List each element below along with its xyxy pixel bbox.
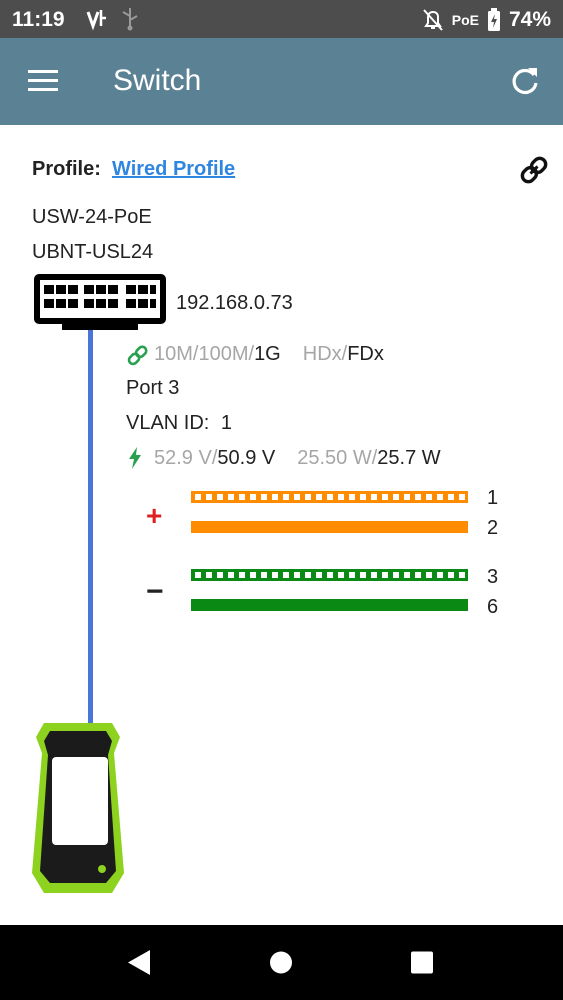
power-measured: 25.7 W [377,446,441,469]
speed-options: 10M/100M/ [154,343,255,365]
pin-label-2: 2 [487,517,499,539]
pin-label-6: 6 [487,596,499,618]
vlan-row: VLAN ID: 1 [126,412,232,435]
navigation-bar [0,925,563,1000]
battery-charging-icon [487,8,500,31]
notifications-off-icon [422,9,443,31]
negative-sign: − [146,575,164,608]
usb-share-icon [122,8,138,31]
vlan-value: 1 [220,412,233,434]
voltage-measured: 50.9 V [217,446,276,469]
hamburger-menu-icon[interactable] [28,68,60,94]
vpn-key-icon [86,10,106,31]
link-icon[interactable] [518,154,550,186]
link-status-icon [127,344,148,365]
speed-active: 1G [254,343,281,365]
poe-row: 52.9 V/ 50.9 V 25.50 W/ 25.7 W [126,446,441,470]
refresh-icon[interactable] [509,65,541,97]
profile-label: Profile: [32,158,101,180]
device-name: UBNT-USL24 [32,241,154,263]
lightning-icon [129,447,141,469]
wire-pin-1 [191,491,468,503]
profile-link[interactable]: Wired Profile [112,158,236,180]
battery-percent: 74% [508,8,551,31]
home-icon[interactable] [251,925,311,1000]
wire-pin-6 [191,599,468,611]
tester-device-icon [32,723,124,893]
status-time: 11:19 [12,8,65,31]
voltage-nominal: 52.9 V/ [154,446,218,469]
switch-icon [34,274,166,330]
device-ip: 192.168.0.73 [176,292,293,314]
back-icon[interactable] [110,925,170,1000]
cable-line [88,330,93,725]
link-speed-row: 10M/100M/ 1G HDx/ FDx [126,343,384,366]
positive-sign: + [146,500,163,531]
pin-label-3: 3 [487,566,499,588]
poe-indicator: PoE [451,12,479,28]
status-bar: 11:19 PoE 74% [0,0,563,38]
wire-pin-2 [191,521,468,533]
app-bar: Switch [0,38,563,125]
vlan-label: VLAN ID: [126,412,210,434]
duplex-options: HDx/ [302,343,348,365]
wire-pin-3 [191,569,468,581]
power-nominal: 25.50 W/ [297,446,378,469]
device-model: USW-24-PoE [32,206,152,228]
pin-label-1: 1 [487,487,499,509]
port-label: Port 3 [126,377,180,399]
recents-icon[interactable] [392,925,452,1000]
page-title: Switch [113,64,202,97]
duplex-active: FDx [347,343,384,365]
